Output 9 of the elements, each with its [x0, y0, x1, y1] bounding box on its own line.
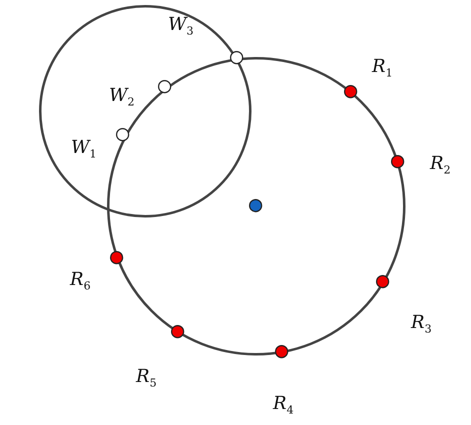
point-label: R$_{4}$ — [273, 395, 294, 416]
point-label: R$_{5}$ — [136, 368, 157, 389]
point-label: W$_{2}$ — [109, 87, 135, 108]
point-label: W$_{1}$ — [71, 139, 97, 160]
point-label: W$_{3}$ — [168, 16, 194, 37]
point-label: R$_{2}$ — [430, 155, 451, 176]
point-label: R$_{3}$ — [411, 314, 432, 335]
point-label: R$_{1}$ — [372, 58, 393, 79]
point-label: R$_{6}$ — [70, 271, 91, 292]
